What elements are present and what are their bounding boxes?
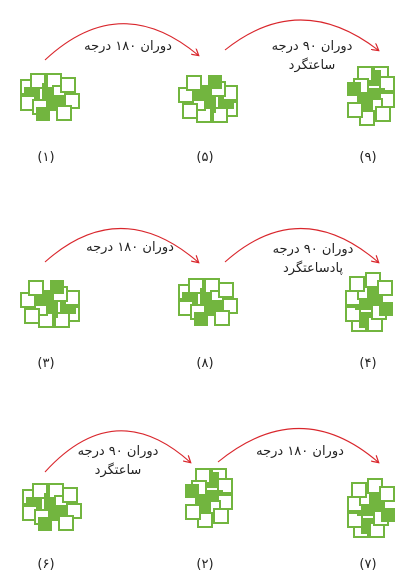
square-cluster-9 bbox=[347, 66, 395, 126]
square-cluster-5 bbox=[178, 75, 238, 123]
square-5-9 bbox=[182, 103, 198, 119]
square-cluster-1 bbox=[20, 73, 80, 121]
square-9-12 bbox=[347, 82, 361, 96]
arrow-r1-a2 bbox=[224, 19, 378, 50]
square-cluster-3 bbox=[20, 280, 80, 328]
arrow-caption-r3-a1: دوران ۹۰ درجه ساعتگرد bbox=[77, 444, 159, 478]
figure-label-9: (۹) bbox=[359, 150, 377, 165]
square-1-12 bbox=[36, 107, 50, 121]
arrow-caption-r1-a2: دوران ۹۰ درجه ساعتگرد bbox=[271, 39, 353, 73]
figure-label-3: (۳) bbox=[37, 356, 55, 371]
figure-layer bbox=[20, 66, 395, 538]
square-4-11 bbox=[377, 280, 393, 296]
square-1-9 bbox=[60, 77, 76, 93]
square-8-9 bbox=[218, 282, 234, 298]
square-cluster-6 bbox=[22, 483, 82, 531]
square-6-12 bbox=[38, 517, 52, 531]
square-4-12 bbox=[379, 302, 393, 316]
square-9-9 bbox=[375, 106, 391, 122]
arrow-r1-a1 bbox=[44, 23, 198, 61]
arrow-r3-a1 bbox=[44, 430, 190, 473]
arrow-caption-r2-a1: دوران ۱۸۰ درجه bbox=[86, 240, 174, 255]
square-7-12 bbox=[381, 508, 395, 522]
square-3-11 bbox=[28, 280, 44, 296]
arrow-r3-a2 bbox=[217, 427, 378, 463]
square-2-12 bbox=[185, 484, 199, 498]
square-1-11 bbox=[56, 105, 72, 121]
figure-label-4: (۴) bbox=[359, 356, 377, 371]
square-cluster-8 bbox=[178, 278, 238, 326]
square-7-9 bbox=[351, 482, 367, 498]
square-cluster-2 bbox=[185, 468, 233, 528]
figure-label-2: (۲) bbox=[196, 557, 214, 572]
square-3-12 bbox=[50, 280, 64, 294]
figure-label-5: (۵) bbox=[196, 150, 214, 165]
square-2-9 bbox=[213, 508, 229, 524]
square-5-11 bbox=[186, 75, 202, 91]
arrow-caption-r3-a2: دوران ۱۸۰ درجه bbox=[256, 444, 344, 459]
arrow-caption-r1-a1: دوران ۱۸۰ درجه bbox=[84, 39, 172, 54]
square-8-11 bbox=[214, 310, 230, 326]
square-9-11 bbox=[347, 102, 363, 118]
square-3-9 bbox=[24, 308, 40, 324]
square-6-9 bbox=[62, 487, 78, 503]
square-7-11 bbox=[379, 486, 395, 502]
figure-label-1: (۱) bbox=[37, 150, 55, 165]
arrow-r2-a2 bbox=[224, 227, 378, 263]
arrow-caption-r2-a2: دوران ۹۰ درجه پادساعتگرد bbox=[272, 242, 354, 276]
square-2-11 bbox=[185, 504, 201, 520]
figure-label-7: (۷) bbox=[359, 557, 377, 572]
square-8-12 bbox=[194, 312, 208, 326]
figure-label-6: (۶) bbox=[37, 557, 55, 572]
arrow-r2-a1 bbox=[44, 227, 198, 263]
square-6-11 bbox=[58, 515, 74, 531]
square-cluster-4 bbox=[345, 272, 393, 332]
square-cluster-7 bbox=[347, 478, 395, 538]
figure-label-8: (۸) bbox=[196, 356, 214, 371]
square-4-9 bbox=[349, 276, 365, 292]
square-5-12 bbox=[208, 75, 222, 89]
